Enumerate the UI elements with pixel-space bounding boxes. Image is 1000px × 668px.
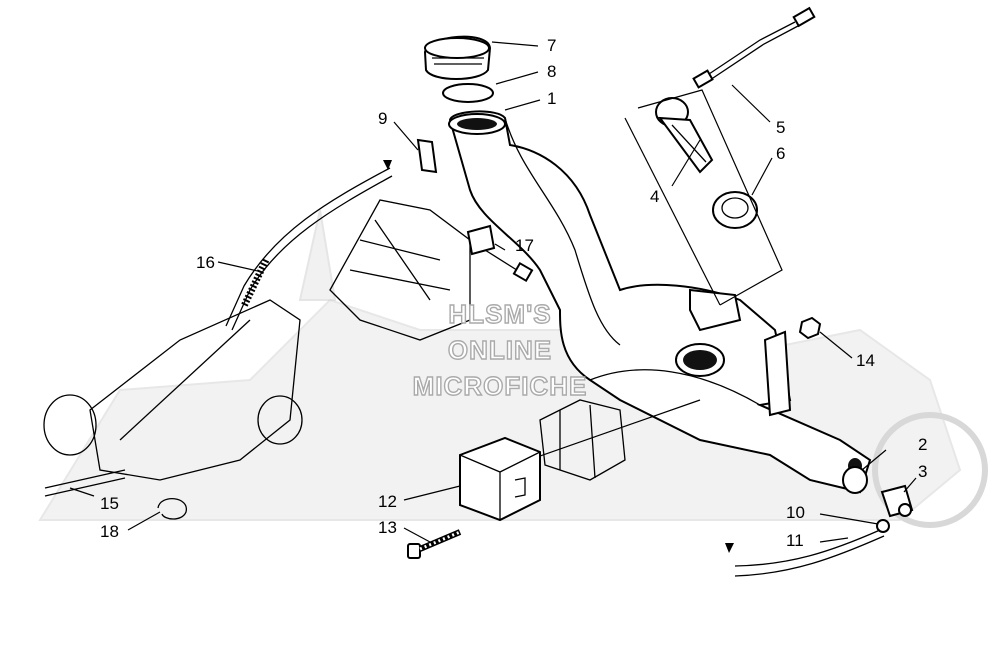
watermark-line-3: MICROFICHE	[413, 371, 588, 401]
callout-13: 13	[378, 518, 397, 537]
callout-7: 7	[547, 36, 556, 55]
drain-hose	[44, 469, 126, 497]
gas-tank	[448, 110, 872, 494]
callout-11: 11	[786, 531, 804, 550]
cap-gasket	[442, 83, 494, 103]
vent-hose	[225, 160, 393, 331]
watermark-line-1: HLSM'S	[448, 299, 551, 329]
callout-1: 1	[547, 89, 556, 108]
electrical-box	[459, 436, 541, 522]
callout-15: 15	[100, 494, 119, 513]
callout-8: 8	[547, 62, 556, 81]
callout-12: 12	[378, 492, 397, 511]
hose-clip	[466, 224, 534, 283]
grommet	[842, 466, 868, 494]
hose-clamp	[876, 519, 890, 533]
callout-10: 10	[786, 503, 805, 522]
callout-9: 9	[378, 109, 387, 128]
callout-17: 17	[515, 236, 534, 255]
callout-2: 2	[918, 435, 927, 454]
fuel-fitting	[880, 484, 914, 518]
frame-bracket	[43, 299, 303, 481]
callout-5: 5	[776, 118, 785, 137]
retaining-clip	[157, 498, 187, 520]
callout-16: 16	[196, 253, 215, 272]
fuel-gauge-assembly	[624, 89, 783, 306]
callout-4: 4	[650, 187, 659, 206]
engine-block	[329, 199, 471, 341]
callout-14: 14	[856, 351, 875, 370]
gas-cap	[423, 35, 492, 80]
callout-18: 18	[100, 522, 119, 541]
watermark-line-2: ONLINE	[448, 335, 552, 365]
decal	[416, 138, 438, 174]
callout-3: 3	[918, 462, 927, 481]
callout-6: 6	[776, 144, 785, 163]
gauge-wire-harness	[692, 6, 816, 89]
site-watermark: HLSM'S ONLINE MICROFICHE	[412, 298, 588, 401]
callout-leaders	[69, 41, 917, 543]
fuel-hose	[725, 529, 885, 577]
lock-nut	[798, 316, 822, 340]
cap-screw	[407, 529, 462, 559]
